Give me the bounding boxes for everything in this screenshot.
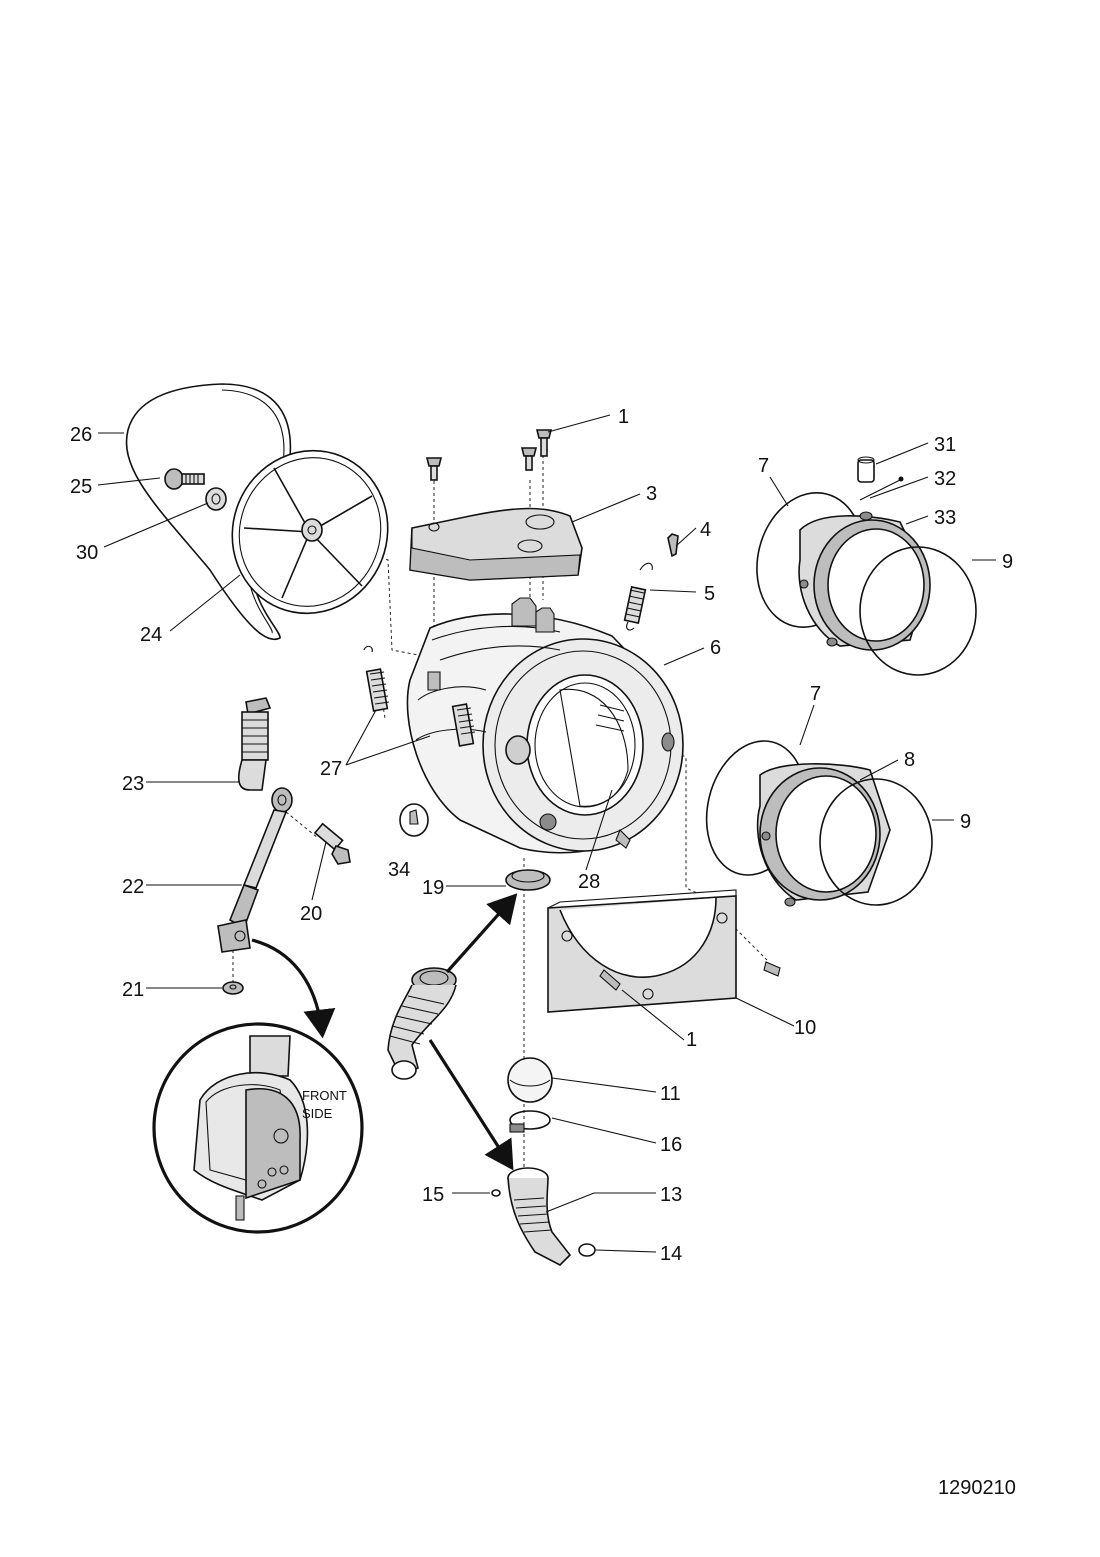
detail-note-line-1: FRONT [302,1088,347,1103]
callout-30: 30 [76,542,98,564]
pulley-bolt-part-25 [164,468,205,490]
callout-7-lower: 7 [810,683,821,705]
pin-part-20 [313,822,351,865]
callout-23: 23 [122,773,144,795]
door-seal-assembly-upper [756,492,977,676]
callout-3: 3 [646,483,657,505]
callout-32: 32 [934,468,956,490]
bellows-hose [387,967,457,1080]
wire-part-32 [859,476,904,501]
callout-4: 4 [700,519,711,541]
counterweight-part-3 [409,507,583,581]
callout-9-upper: 9 [1002,551,1013,573]
clip-part-14 [578,1243,596,1257]
callout-28: 28 [578,871,600,893]
callout-20: 20 [300,903,322,925]
ball-part-11 [507,1057,553,1103]
hose-clamp-part-16 [509,1110,551,1133]
callout-leader-lines [97,414,996,1253]
callout-25: 25 [70,476,92,498]
washer-part-30 [205,487,227,511]
door-seal-assembly-lower [705,740,933,907]
outer-tub-part-6 [406,597,684,854]
pulley-part-24 [231,449,389,615]
spring-part-5 [623,562,653,631]
screw-part-1-top [425,429,553,481]
detail-note-line-2: SIDE [302,1106,333,1121]
callout-1-bottom: 1 [686,1029,697,1051]
callout-15: 15 [422,1184,444,1206]
callout-10: 10 [794,1017,816,1039]
callout-8: 8 [904,749,915,771]
callout-34: 34 [388,859,410,881]
callout-33: 33 [934,507,956,529]
callout-13: 13 [660,1184,682,1206]
sensor-part-31 [857,456,875,483]
callout-7-upper: 7 [758,455,769,477]
spring-part-27 [363,645,476,747]
callout-6: 6 [710,637,721,659]
o-ring-part-15 [491,1189,501,1197]
callout-21: 21 [122,979,144,1001]
callout-9-lower: 9 [960,811,971,833]
shock-absorber-part-22 [217,787,293,953]
callout-31: 31 [934,434,956,456]
front-side-detail-view: FRONT SIDE [152,1022,364,1234]
cap-part-34 [399,803,429,837]
callout-22: 22 [122,876,144,898]
callout-26: 26 [70,424,92,446]
callout-27: 27 [320,758,342,780]
drain-hose-part-13 [507,1167,572,1266]
callout-1-top: 1 [618,406,629,428]
callout-5: 5 [704,583,715,605]
assembly-arrows [251,893,518,1171]
callout-19: 19 [422,877,444,899]
drawing-number: 1290210 [938,1477,1016,1499]
hose-part-23 [237,697,272,791]
callout-11: 11 [660,1083,681,1105]
front-bracket-part-10 [547,889,781,1013]
callout-14: 14 [660,1243,682,1265]
washer-part-21 [222,981,244,995]
seal-part-19 [505,869,551,891]
callout-24: 24 [140,624,162,646]
callout-labels: 26 25 30 24 1 3 4 5 6 31 32 33 9 7 7 8 9… [70,406,1013,1265]
callout-16: 16 [660,1134,682,1156]
